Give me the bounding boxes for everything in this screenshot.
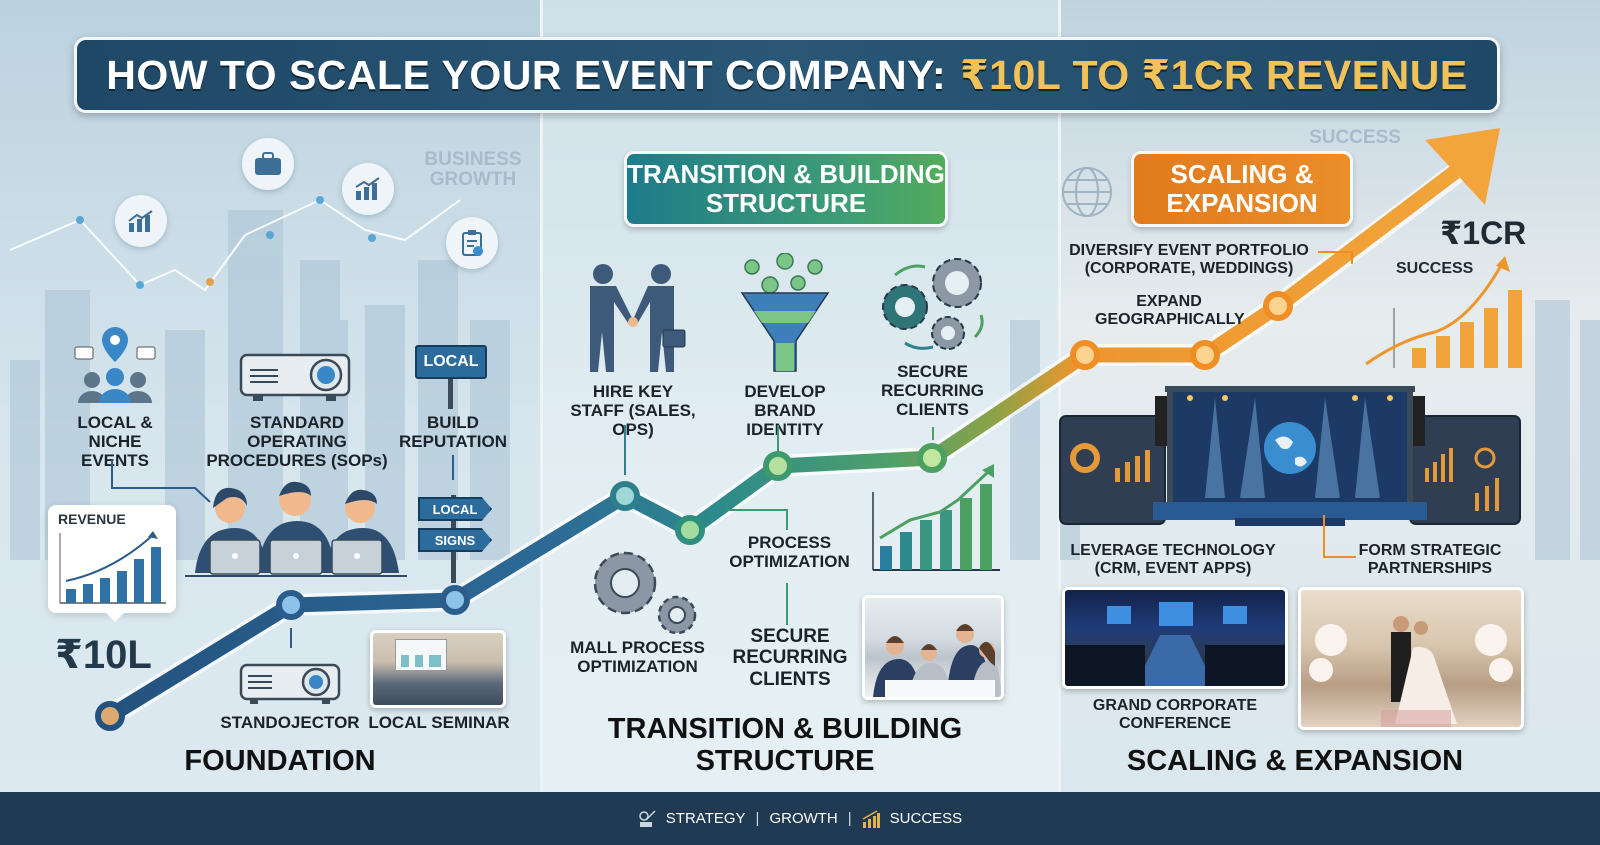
- form-partnerships-label: FORM STRATEGIC PARTNERSHIPS: [1358, 542, 1502, 577]
- foundation-section-title: FOUNDATION: [184, 745, 376, 777]
- signpost-local: LOCAL: [418, 497, 492, 521]
- expand-geographically-label: EXPAND GEOGRAPHICALLY: [1095, 293, 1245, 328]
- title-accent: ₹10L TO ₹1CR REVENUE: [960, 52, 1468, 98]
- start-revenue-value: ₹10L: [55, 633, 152, 677]
- team-meeting-photo: [862, 595, 1004, 700]
- develop-brand-identity-label: DEVELOP BRAND IDENTITY: [744, 382, 826, 440]
- sops-label: STANDARD OPERATING PROCEDURES (SOPs): [206, 413, 388, 471]
- page-title: HOW TO SCALE YOUR EVENT COMPANY: ₹10L TO…: [74, 37, 1500, 113]
- local-sign-icon: LOCAL: [415, 345, 490, 410]
- projector-small-icon: [238, 660, 343, 708]
- success-chart: SUCCESS: [1360, 250, 1530, 370]
- handshake-icon: [578, 262, 688, 374]
- scaling-section-title: SCALING & EXPANSION: [1126, 745, 1464, 777]
- footer-separator: |: [847, 810, 852, 827]
- green-growth-chart-icon: [870, 462, 1002, 574]
- transition-connectors: [624, 425, 934, 625]
- standojector-label: STANDOJECTOR: [220, 713, 360, 732]
- globe-icon: [1060, 165, 1114, 219]
- footer-bar: STRATEGY | GROWTH | SUCCESS: [0, 792, 1600, 845]
- title-main: HOW TO SCALE YOUR EVENT COMPANY:: [106, 51, 947, 98]
- gears-icon: [875, 255, 990, 355]
- footer-success: SUCCESS: [889, 810, 963, 827]
- scaling-badge: SCALING & EXPANSION: [1131, 151, 1353, 227]
- footer-strategy: STRATEGY: [665, 810, 746, 827]
- wedding-photo: [1298, 587, 1524, 730]
- business-growth-watermark: BUSINESS GROWTH: [424, 149, 522, 190]
- footer-growth: GROWTH: [769, 810, 838, 827]
- mall-process-optimization-label: MALL PROCESS OPTIMIZATION: [570, 638, 705, 677]
- success-chart-label: SUCCESS: [1396, 260, 1474, 277]
- signpost-signs: SIGNS: [418, 528, 492, 552]
- location-people-icon: [70, 325, 160, 405]
- local-seminar-label: LOCAL SEMINAR: [368, 713, 510, 732]
- corporate-conference-photo: [1062, 587, 1288, 689]
- success-watermark: SUCCESS: [1309, 127, 1401, 148]
- build-reputation-label: BUILD REPUTATION: [399, 413, 507, 452]
- clipboard-check-circle-icon: [446, 217, 498, 269]
- local-seminar-photo: [370, 630, 506, 708]
- growth-path: [95, 128, 1500, 731]
- process-optimization-label: PROCESS OPTIMIZATION: [729, 533, 850, 572]
- leverage-technology-label: LEVERAGE TECHNOLOGY (CRM, EVENT APPS): [1070, 542, 1276, 577]
- funnel-icon: [740, 252, 830, 375]
- chart-circle-icon: [115, 195, 167, 247]
- grand-conference-label: GRAND CORPORATE CONFERENCE: [1092, 697, 1258, 732]
- signpost-icon: LOCAL SIGNS: [418, 495, 498, 585]
- hire-key-staff-label: HIRE KEY STAFF (SALES, OPS): [570, 382, 696, 440]
- revenue-bar-chart-icon: [59, 531, 166, 604]
- briefcase-circle-icon: [242, 138, 294, 190]
- secure-recurring-clients-label: SECURE RECURRING CLIENTS: [881, 362, 984, 420]
- end-revenue-value: ₹1CR: [1440, 215, 1527, 251]
- foundation-connectors: [111, 455, 454, 648]
- team-laptops-illustration: [185, 478, 407, 580]
- footer-separator: |: [755, 810, 760, 827]
- event-stage-illustration: [1055, 368, 1525, 528]
- revenue-card-label: REVENUE: [58, 511, 126, 527]
- secure-recurring-clients-lower-label: SECURE RECURRING CLIENTS: [732, 626, 848, 690]
- local-sign: LOCAL: [415, 345, 487, 379]
- projector-icon: [238, 345, 353, 407]
- diversify-portfolio-label: DIVERSIFY EVENT PORTFOLIO (CORPORATE, WE…: [1069, 242, 1309, 277]
- strategy-icon: [638, 809, 656, 828]
- diversify-connector: [1318, 251, 1353, 264]
- local-niche-events-label: LOCAL & NICHE EVENTS: [77, 413, 153, 471]
- transition-badge: TRANSITION & BUILDING STRUCTURE: [624, 151, 948, 227]
- process-gears-icon: [585, 545, 705, 640]
- revenue-card: REVENUE: [48, 505, 176, 622]
- transition-section-title: TRANSITION & BUILDING STRUCTURE: [607, 713, 963, 778]
- growth-circle-icon: [342, 163, 394, 215]
- partnerships-connector: [1323, 515, 1356, 558]
- success-chart-icon: [862, 809, 880, 828]
